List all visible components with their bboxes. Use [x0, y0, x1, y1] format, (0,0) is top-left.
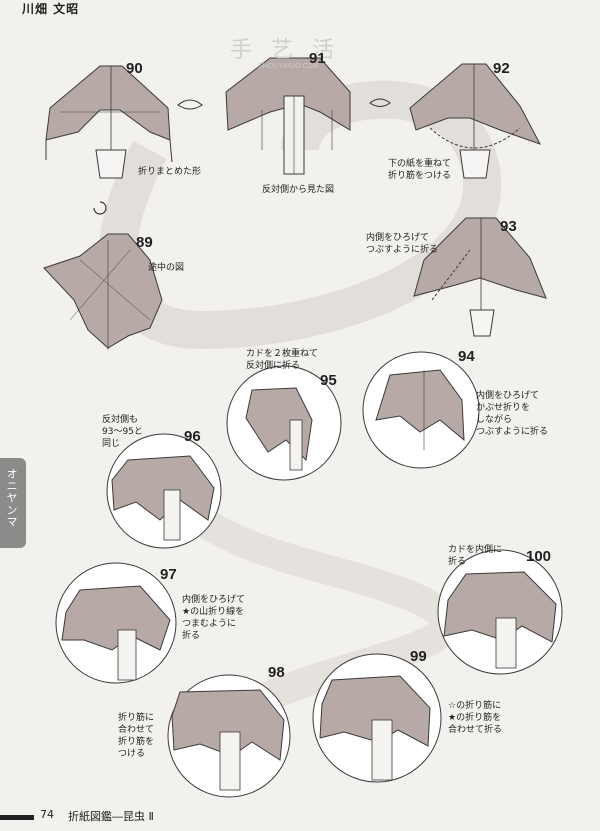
step-93-figure: [413, 217, 547, 337]
step-90-note: 折りまとめた形: [138, 167, 202, 177]
step-number-90: 90: [126, 60, 143, 77]
eye-icon: [369, 98, 391, 107]
step-89-note: 途中の図: [148, 263, 185, 273]
step-96-note-line: 同じ: [102, 439, 121, 449]
step-97-note-line: 折る: [182, 631, 201, 641]
step-90-figure: [45, 65, 173, 179]
step-94-note-line: かぶせ折りを: [476, 403, 531, 413]
step-97-note: 内側をひろげて ★の山折り線を つまむように 折る: [182, 594, 245, 642]
step-number-94: 94: [458, 348, 475, 365]
step-97-note-line: つまむように: [182, 619, 237, 629]
step-96-note: 反対側も 93～95と 同じ: [102, 414, 143, 450]
book-title: 折紙図鑑―昆虫 Ⅱ: [68, 810, 154, 823]
step-95-note: カドを２枚重ねて 反対側に折る: [246, 348, 318, 372]
step-98-note: 折り筋に 合わせて 折り筋を つける: [118, 712, 154, 760]
chapter-side-tab-label: オニヤンマ: [5, 468, 18, 528]
watermark-text: 手 艺 活: [230, 38, 340, 63]
step-number-91: 91: [309, 50, 326, 67]
step-92-note-line: 折り筋をつける: [388, 171, 452, 181]
step-94-note-line: しながら: [476, 415, 513, 425]
step-99-circle: [312, 653, 442, 783]
step-94-note: 内側をひろげて かぶせ折りを しながら つぶすように折る: [476, 390, 548, 438]
step-number-95: 95: [320, 372, 337, 389]
step-93-note-line: つぶすように折る: [366, 245, 439, 255]
step-93-note-line: 内側をひろげて: [366, 233, 430, 243]
step-92-note: 下の紙を重ねて 折り筋をつける: [388, 158, 451, 182]
step-92-figure: [409, 63, 542, 179]
step-95-circle: [226, 365, 342, 481]
step-number-93: 93: [500, 218, 517, 235]
step-89-figure: [43, 233, 163, 350]
page-number: 74: [40, 808, 54, 821]
header-bar: 川畑 文昭: [0, 0, 600, 16]
step-99-note: ☆の折り筋に ★の折り筋を 合わせて折る: [448, 700, 502, 736]
footer-bar: [0, 815, 34, 820]
step-92-note-line: 下の紙を重ねて: [388, 159, 452, 169]
step-97-circle: [55, 562, 177, 684]
step-100-note: カドを内側に 折る: [448, 544, 502, 568]
step-91-figure: [225, 57, 351, 175]
step-99-note-line: 合わせて折る: [448, 725, 503, 735]
step-number-92: 92: [493, 60, 510, 77]
watermark-url: SHOUYIHUO.COM: [258, 62, 319, 70]
step-94-note-line: つぶすように折る: [476, 427, 549, 437]
step-number-98: 98: [268, 664, 285, 681]
step-96-note-line: 反対側も: [102, 415, 139, 425]
step-97-note-line: 内側をひろげて: [182, 595, 246, 605]
author-name: 川畑 文昭: [22, 2, 80, 16]
step-96-note-line: 93～95と: [102, 427, 143, 437]
step-path-band-lower: [137, 461, 461, 732]
step-number-97: 97: [160, 566, 177, 583]
step-100-circle: [437, 549, 563, 675]
step-98-note-line: 合わせて: [118, 725, 155, 735]
step-98-circle: [167, 674, 291, 798]
step-number-89: 89: [136, 234, 153, 251]
step-100-note-line: カドを内側に: [448, 545, 503, 555]
step-99-note-line: ☆の折り筋に: [448, 701, 502, 711]
step-94-note-line: 内側をひろげて: [476, 391, 540, 401]
step-98-note-line: 折り筋に: [118, 713, 155, 723]
step-91-note: 反対側から見た図: [262, 185, 335, 195]
step-93-note: 内側をひろげて つぶすように折る: [366, 232, 438, 256]
step-95-note-line: カドを２枚重ねて: [246, 349, 319, 359]
step-97-note-line: ★の山折り線を: [182, 607, 245, 617]
step-98-note-line: 折り筋を: [118, 737, 155, 747]
step-number-96: 96: [184, 428, 201, 445]
step-98-note-line: つける: [118, 749, 146, 759]
rotate-icon: [93, 201, 107, 215]
step-number-100: 100: [526, 548, 552, 565]
step-100-note-line: 折る: [448, 557, 467, 567]
step-99-note-line: ★の折り筋を: [448, 713, 502, 723]
chapter-side-tab: オニヤンマ: [0, 458, 26, 548]
step-96-circle: [106, 433, 222, 549]
step-95-note-line: 反対側に折る: [246, 361, 301, 371]
eye-icon: [177, 99, 203, 110]
step-94-circle: [362, 351, 480, 469]
step-number-99: 99: [410, 648, 427, 665]
